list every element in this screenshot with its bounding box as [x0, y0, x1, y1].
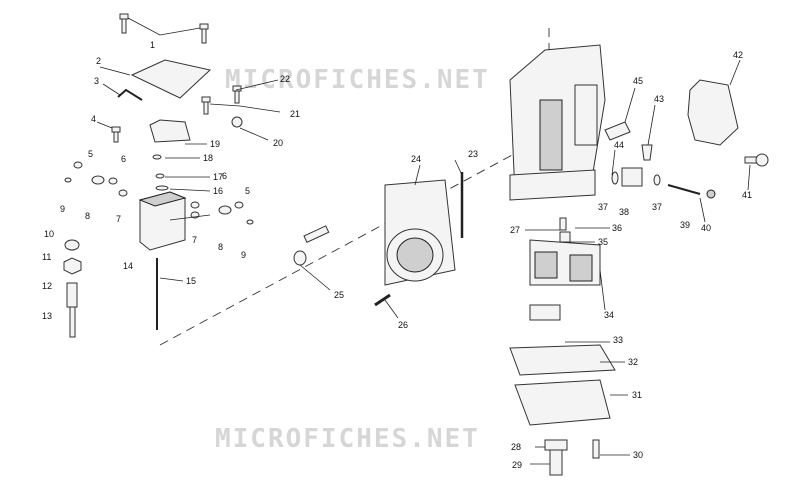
part-35-needle-valve: [559, 231, 571, 243]
callout-41: 41: [742, 190, 752, 200]
parts-16-18-clips: [152, 154, 169, 191]
callout-31: 31: [632, 390, 642, 400]
callout-21: 21: [290, 109, 300, 119]
part-43-jet: [641, 144, 653, 161]
callout-28: 28: [511, 442, 521, 452]
callout-44: 44: [614, 140, 624, 150]
callout-27: 27: [510, 225, 520, 235]
callout-34: 34: [604, 310, 614, 320]
callout-32: 32: [628, 357, 638, 367]
part-19-bracket: [149, 119, 191, 143]
leader-lines: [96, 59, 751, 465]
callout-8: 8: [85, 211, 90, 221]
part-21-22-screws: [201, 85, 281, 128]
callout-5: 5: [88, 149, 93, 159]
callout-14: 14: [123, 261, 133, 271]
part-14-throttle-slide: [138, 191, 187, 251]
watermark-top: MICROFICHES.NET: [225, 65, 490, 95]
callout-5-right: 5: [245, 186, 250, 196]
callout-15: 15: [186, 276, 196, 286]
part-32-bowl-gasket: [509, 344, 616, 376]
callout-35: 35: [598, 237, 608, 247]
callout-17: 17: [213, 172, 223, 182]
callout-22: 22: [280, 74, 290, 84]
callout-24: 24: [411, 154, 421, 164]
part-25-screw: [293, 225, 330, 266]
callout-7: 7: [116, 214, 121, 224]
part-39-pilot-needle: [667, 184, 701, 195]
callout-3: 3: [94, 76, 99, 86]
callout-6: 6: [121, 154, 126, 164]
callout-19: 19: [210, 139, 220, 149]
callout-33: 33: [613, 335, 623, 345]
callout-37-right: 37: [652, 202, 662, 212]
part-24-intake-flange: [384, 179, 456, 286]
part-28-drain-fitting: [544, 439, 568, 451]
callout-29: 29: [512, 460, 522, 470]
callout-26: 26: [398, 320, 408, 330]
callout-2: 2: [96, 56, 101, 66]
parts-5-9-small-fittings: [64, 161, 254, 225]
callout-12: 12: [42, 281, 52, 291]
carburetor-body: [509, 44, 606, 201]
part-29-drain-plug: [549, 449, 563, 476]
part-40-ball: [706, 189, 716, 199]
callout-37: 37: [598, 202, 608, 212]
part-33-pivot: [529, 304, 561, 321]
parts-37-38-spring: [611, 167, 661, 187]
part-31-float-bowl: [514, 379, 611, 426]
callout-6-right: 6: [222, 171, 227, 181]
part-34-float-assembly: [529, 239, 601, 286]
callout-11: 11: [42, 252, 51, 262]
callout-39: 39: [680, 220, 690, 230]
callout-36: 36: [612, 223, 622, 233]
part-41-adjusting-screw: [744, 153, 769, 167]
callout-30: 30: [633, 450, 643, 460]
callout-42: 42: [733, 50, 743, 60]
callout-1: 1: [150, 40, 155, 50]
callout-25: 25: [334, 290, 344, 300]
callout-43: 43: [654, 94, 664, 104]
part-3-wire: [117, 88, 143, 101]
callout-45: 45: [633, 76, 643, 86]
part-36-jet: [559, 217, 567, 231]
callout-10: 10: [44, 229, 54, 239]
callout-9-right: 9: [241, 250, 246, 260]
callout-8-right: 8: [218, 242, 223, 252]
callout-16: 16: [213, 186, 223, 196]
part-4-screw: [111, 126, 121, 143]
callout-9: 9: [60, 204, 65, 214]
part-42-top-cap: [687, 79, 739, 146]
callout-40: 40: [701, 223, 711, 233]
callout-13: 13: [42, 311, 52, 321]
callout-38: 38: [619, 207, 629, 217]
watermark-bottom: MICROFICHES.NET: [215, 424, 480, 454]
callout-4: 4: [91, 114, 96, 124]
part-45-fitting: [604, 121, 631, 141]
assembly-axis-line: [159, 139, 541, 346]
part-30-screw: [592, 439, 600, 459]
parts-10-13-fittings: [63, 239, 82, 338]
callout-20: 20: [273, 138, 283, 148]
part-26-pin: [374, 293, 391, 307]
callout-18: 18: [203, 153, 213, 163]
part-2-plate: [130, 59, 212, 99]
callout-23: 23: [468, 149, 478, 159]
callout-7-right: 7: [192, 235, 197, 245]
part-1-screws: [119, 13, 209, 44]
